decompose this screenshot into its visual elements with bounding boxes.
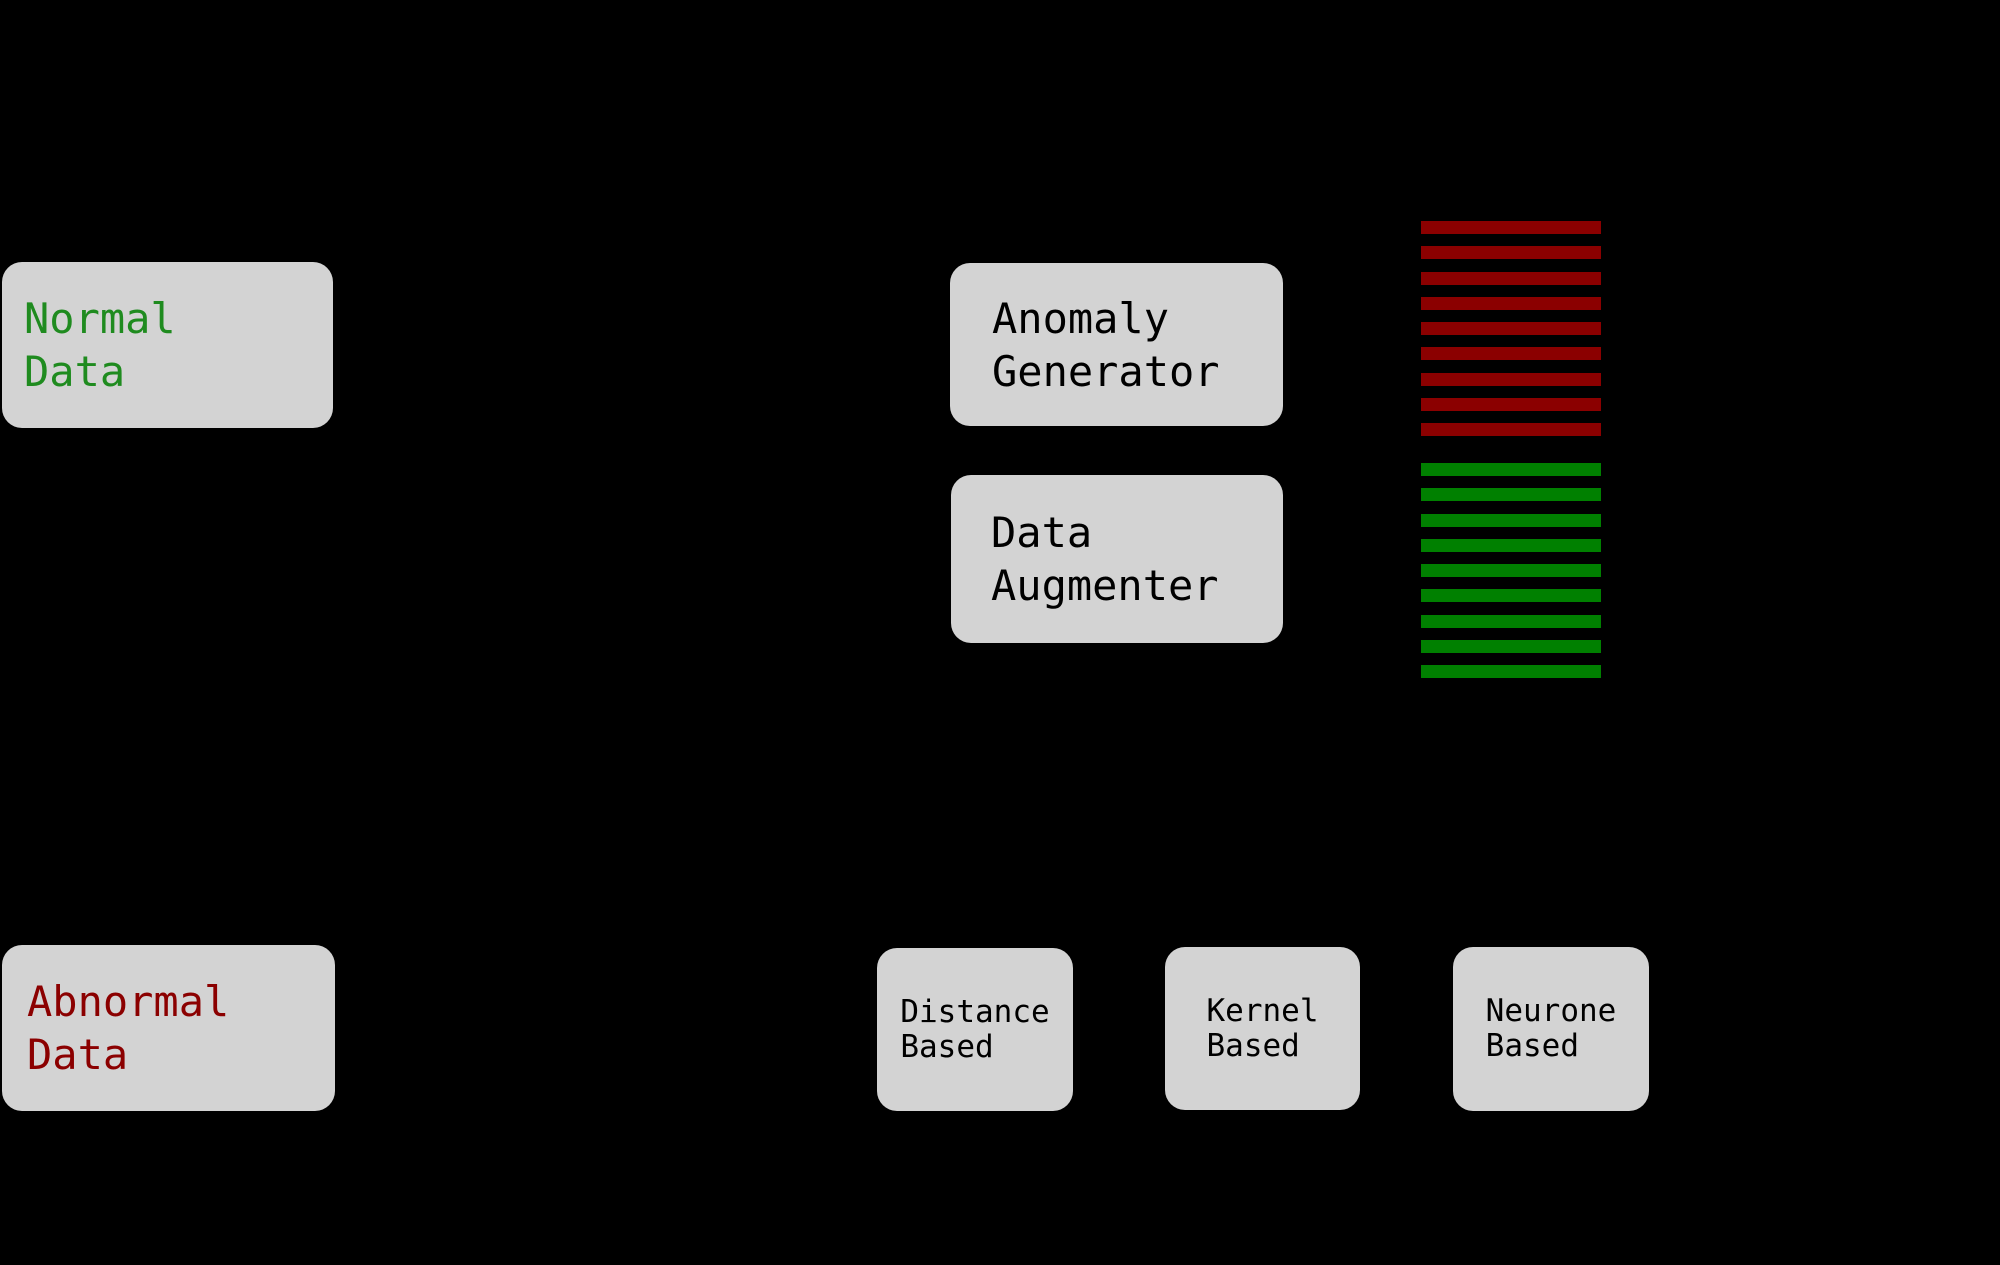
- data-record-stripe: [1421, 564, 1601, 578]
- data-record-stripe: [1421, 423, 1601, 437]
- node-abnormal-data-line2: Data: [27, 1030, 129, 1079]
- data-record-stripe: [1421, 372, 1601, 386]
- data-record-stripe: [1421, 296, 1601, 310]
- node-neurone-based-label: Neurone Based: [1486, 994, 1617, 1064]
- data-record-stripe: [1421, 246, 1601, 260]
- node-data-augmenter: Data Augmenter: [951, 475, 1283, 643]
- node-abnormal-data-line1: Abnormal: [27, 977, 230, 1026]
- node-kernel-based-line2: Based: [1206, 1027, 1300, 1064]
- data-record-stripe: [1421, 589, 1601, 603]
- node-distance-based-label: Distance Based: [900, 993, 1050, 1065]
- data-record-stripe: [1421, 488, 1601, 502]
- data-record-stripe: [1421, 271, 1601, 285]
- node-neurone-based-line2: Based: [1485, 1028, 1579, 1064]
- node-anomaly-generator-line2: Generator: [992, 346, 1220, 396]
- data-record-stripe: [1421, 398, 1601, 412]
- data-record-stripe: [1421, 221, 1601, 234]
- node-normal-data-line1: Normal: [24, 294, 176, 343]
- node-distance-based-line2: Based: [900, 1028, 994, 1065]
- data-record-stripe: [1421, 322, 1601, 336]
- node-anomaly-generator: Anomaly Generator: [950, 263, 1283, 426]
- node-neurone-based: Neurone Based: [1453, 947, 1649, 1111]
- node-kernel-based-line1: Kernel: [1206, 992, 1319, 1029]
- node-abnormal-data-label: Abnormal Data: [27, 975, 229, 1081]
- data-record-stripe: [1421, 538, 1601, 552]
- node-distance-based-line1: Distance: [900, 993, 1050, 1030]
- node-distance-based: Distance Based: [877, 948, 1073, 1111]
- data-record-stripe: [1421, 665, 1601, 679]
- node-anomaly-generator-line1: Anomaly: [992, 293, 1170, 343]
- node-anomaly-generator-label: Anomaly Generator: [992, 292, 1220, 398]
- data-record-stripe: [1421, 614, 1601, 628]
- normal-records-stack: [1421, 463, 1601, 679]
- node-data-augmenter-label: Data Augmenter: [991, 506, 1219, 612]
- node-normal-data-line2: Data: [24, 347, 126, 396]
- node-data-augmenter-line1: Data: [991, 508, 1093, 557]
- node-neurone-based-line1: Neurone: [1485, 993, 1617, 1029]
- node-kernel-based-label: Kernel Based: [1206, 992, 1319, 1064]
- data-record-stripe: [1421, 640, 1601, 654]
- data-record-stripe: [1421, 347, 1601, 361]
- anomalous-records-stack: [1421, 221, 1601, 437]
- node-kernel-based: Kernel Based: [1165, 947, 1360, 1110]
- data-record-stripe: [1421, 463, 1601, 476]
- node-normal-data-label: Normal Data: [24, 292, 176, 398]
- node-normal-data: Normal Data: [2, 262, 333, 428]
- data-record-stripe: [1421, 513, 1601, 527]
- node-data-augmenter-line2: Augmenter: [991, 561, 1219, 610]
- node-abnormal-data: Abnormal Data: [2, 945, 335, 1111]
